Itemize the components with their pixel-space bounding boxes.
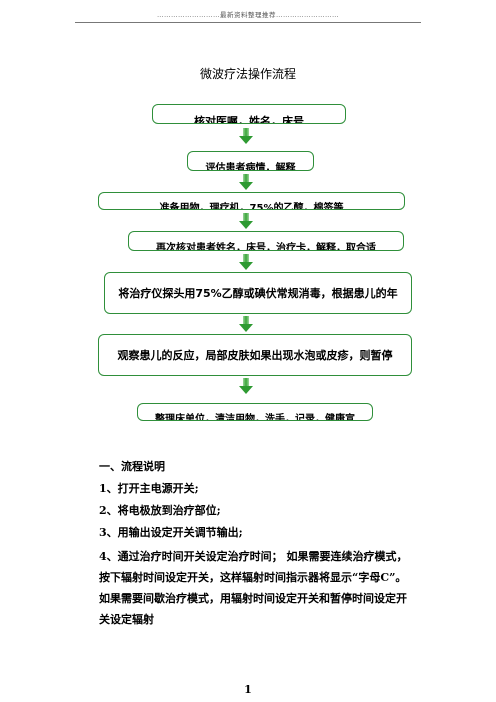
step-2: 2、将电极放到治疗部位; bbox=[99, 504, 221, 517]
page-number: 1 bbox=[244, 683, 252, 696]
flow-step-7-text: 整理床单位，清洁用物，洗手，记录，健康宣 bbox=[155, 414, 355, 421]
arrow-down-icon bbox=[239, 213, 253, 229]
arrow-down-icon bbox=[239, 174, 253, 190]
step-3: 3、用输出设定开关调节输出; bbox=[99, 526, 243, 539]
document-title: 微波疗法操作流程 bbox=[199, 67, 296, 81]
flow-step-6: 观察患儿的反应，局部皮肤如果出现水泡或皮疹，则暂停 bbox=[98, 334, 412, 376]
header-divider bbox=[75, 22, 421, 23]
flow-step-1: 核对医嘱，姓名，床号 bbox=[152, 104, 346, 124]
flow-step-5: 将治疗仪探头用75%乙醇或碘伏常规消毒，根据患儿的年 bbox=[104, 272, 412, 314]
arrow-down-icon bbox=[239, 254, 253, 270]
flow-step-3-text: 准备用物，理疗机，75%的乙醇，棉签等 bbox=[159, 203, 344, 210]
step-1: 1、打开主电源开关; bbox=[99, 482, 199, 495]
arrow-down-icon bbox=[239, 316, 253, 332]
step-4-paragraph: 4、通过治疗时间开关设定治疗时间； 如果需要连续治疗模式，按下辐射时间设定开关，… bbox=[99, 550, 408, 626]
flow-step-5-text: 将治疗仪探头用75%乙醇或碘伏常规消毒，根据患儿的年 bbox=[118, 287, 398, 300]
arrow-down-icon bbox=[239, 378, 253, 394]
flow-step-6-text: 观察患儿的反应，局部皮肤如果出现水泡或皮疹，则暂停 bbox=[117, 349, 393, 362]
flow-step-1-text: 核对医嘱，姓名，床号 bbox=[194, 115, 304, 124]
flow-step-3: 准备用物，理疗机，75%的乙醇，棉签等 bbox=[98, 192, 405, 210]
flow-step-2-text: 评估患者病情，解释 bbox=[205, 163, 296, 171]
page-header: ………………………最新资料整理推荐……………………… bbox=[157, 11, 339, 19]
arrow-down-icon bbox=[239, 128, 253, 144]
section-title: 一、流程说明 bbox=[99, 460, 165, 473]
flow-step-7: 整理床单位，清洁用物，洗手，记录，健康宣 bbox=[137, 403, 373, 421]
flow-step-4-text: 再次核对患者姓名，床号，治疗卡，解释，取合适 bbox=[156, 243, 376, 251]
flow-step-2: 评估患者病情，解释 bbox=[187, 151, 314, 171]
flow-step-4: 再次核对患者姓名，床号，治疗卡，解释，取合适 bbox=[128, 231, 404, 251]
